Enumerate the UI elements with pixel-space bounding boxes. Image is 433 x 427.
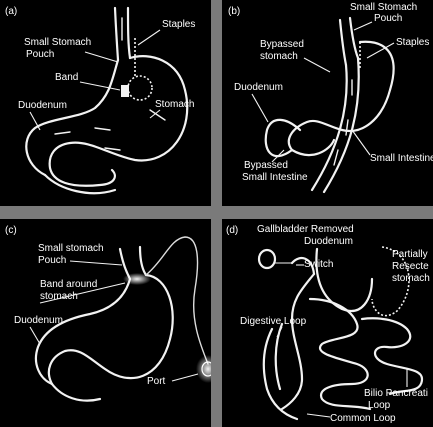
label-bypassed-si-1: Bypassed xyxy=(244,160,288,171)
flow-arrow-3 xyxy=(95,128,110,130)
label-band-c-2: stomach xyxy=(40,291,78,302)
label-port-c: Port xyxy=(147,376,166,387)
label-digestive-loop-d: Digestive Loop xyxy=(240,316,307,327)
panel-d-illustration: (d) Gallbladder Removed Duodenum Switch … xyxy=(222,219,433,427)
panel-b-tag: (b) xyxy=(228,6,240,17)
esophagus-left-wall-b xyxy=(340,20,346,65)
panel-c-tag: (c) xyxy=(5,225,17,236)
label-small-stomach-b-2: Pouch xyxy=(374,13,402,24)
gastric-band xyxy=(121,85,129,97)
label-band-c-1: Band around xyxy=(40,279,97,290)
label-small-stomach-c-1: Small stomach xyxy=(38,243,104,254)
esophagus-left-wall xyxy=(115,8,118,60)
panel-c-adjustable-band: (c) Small stomach Pouch Band around stom… xyxy=(0,219,211,427)
pointer-port-c xyxy=(172,374,198,381)
biliopancreatic-limb xyxy=(292,140,334,155)
esophagus-right-c xyxy=(140,247,146,275)
pointer-staples-a xyxy=(138,30,160,45)
label-duodenum-b: Duodenum xyxy=(234,82,283,93)
label-bilio-d-1: Bilio Pancreati xyxy=(364,388,428,399)
flow-arrow-b-2 xyxy=(346,120,348,135)
label-bilio-d-2: Loop xyxy=(368,400,391,411)
label-band-a: Band xyxy=(55,72,78,83)
pointer-small-stomach-a xyxy=(85,52,118,62)
label-common-loop-d: Common Loop xyxy=(330,413,396,424)
esophagus-right-wall-b xyxy=(350,18,358,58)
panel-d-tag: (d) xyxy=(226,225,238,236)
pointer-small-intestine-b xyxy=(352,130,370,155)
label-stomach-a: Stomach xyxy=(155,99,194,110)
flow-arrow-4 xyxy=(55,132,70,134)
panel-b-gastric-bypass: (b) Small Stomach Pouch Staples Bypassed… xyxy=(222,0,433,206)
flow-arrow-b-3 xyxy=(334,150,338,165)
label-small-intestine-b: Small Intestine xyxy=(370,153,433,164)
label-duodenum-c: Duodenum xyxy=(14,315,63,326)
label-small-stomach-c-2: Pouch xyxy=(38,255,66,266)
panel-a-gastric-banding-staples: (a) Staples Small Stomach Pouch Band Duo… xyxy=(0,0,211,206)
label-switch-d: Switch xyxy=(304,259,333,270)
pointer-small-stomach-b xyxy=(354,22,372,30)
staple-ring xyxy=(128,76,152,100)
pointer-common-loop xyxy=(307,414,330,417)
duodenum-c xyxy=(52,384,100,401)
small-bowel-coils xyxy=(310,299,370,409)
label-small-stomach-b-1: Small Stomach xyxy=(350,2,417,13)
digestive-loop xyxy=(282,274,314,409)
label-small-stomach-a-2: Pouch xyxy=(26,49,54,60)
panel-b-illustration: (b) Small Stomach Pouch Staples Bypassed… xyxy=(222,0,433,206)
label-staples-a: Staples xyxy=(162,19,195,30)
label-partially-d-2: Resecte xyxy=(392,261,429,272)
panel-a-illustration: (a) Staples Small Stomach Pouch Band Duo… xyxy=(0,0,211,206)
common-loop-left xyxy=(264,329,297,419)
label-staples-b: Staples xyxy=(396,37,429,48)
label-gallbladder-d: Gallbladder Removed xyxy=(257,224,354,235)
label-bypassed-stomach-1: Bypassed xyxy=(260,39,304,50)
panel-c-illustration: (c) Small stomach Pouch Band around stom… xyxy=(0,219,211,427)
label-duodenum-a: Duodenum xyxy=(18,100,67,111)
pointer-bypassed-stomach xyxy=(304,58,330,72)
pointer-band-a xyxy=(80,82,120,90)
panel-d-duodenal-switch: (d) Gallbladder Removed Duodenum Switch … xyxy=(222,219,433,427)
pointer-small-stomach-c xyxy=(70,261,122,265)
pointer-duodenum-c xyxy=(30,327,40,344)
label-duodenum-d: Duodenum xyxy=(304,236,353,247)
label-bypassed-stomach-2: stomach xyxy=(260,51,298,62)
roux-limb-left xyxy=(312,65,347,190)
label-bypassed-si-2: Small Intestine xyxy=(242,172,308,183)
port-device xyxy=(196,355,211,383)
label-partially-d-3: stomach xyxy=(392,273,430,284)
esophagus-right-wall xyxy=(128,8,130,58)
gallbladder xyxy=(259,250,275,268)
label-small-stomach-a-1: Small Stomach xyxy=(24,37,91,48)
flow-arrow-5 xyxy=(105,148,120,150)
label-partially-d-1: Partially xyxy=(392,249,428,260)
biliopancreatic-coils xyxy=(362,318,422,394)
band-tubing xyxy=(146,237,208,364)
pointer-duodenum-b xyxy=(252,94,268,122)
panel-a-tag: (a) xyxy=(5,6,17,17)
